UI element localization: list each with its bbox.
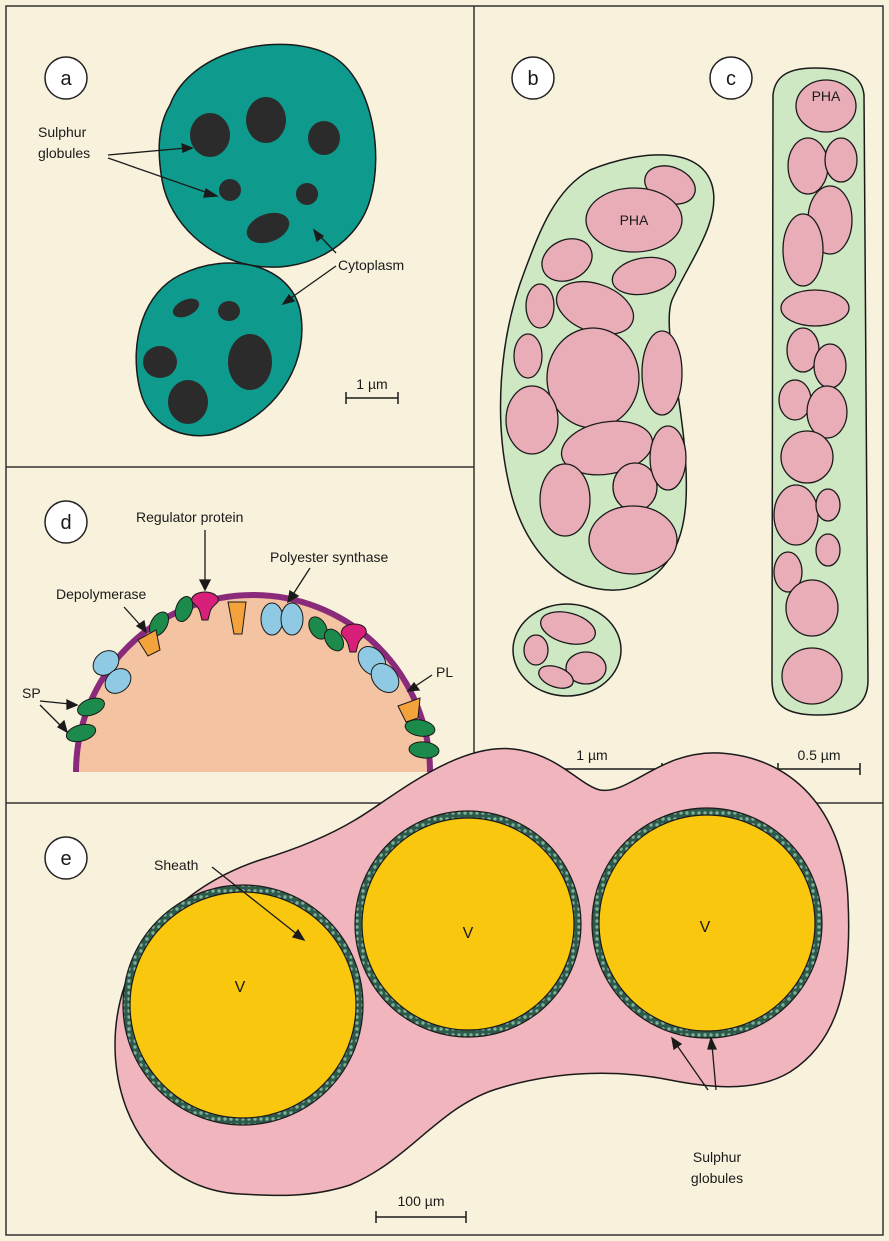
polyester-synthase [261,603,283,635]
vacuole-label: V [235,979,246,996]
sulphur-globule [308,121,340,155]
polyester-synthase-label: Polyester synthase [270,549,388,565]
pha-granule [783,214,823,286]
panel-b-letter: b [527,68,538,90]
sheath-label: Sheath [154,857,198,873]
sulphur-globule [228,334,272,390]
pha-granule [781,431,833,483]
vacuole-label: V [700,919,711,936]
pha-granule [816,534,840,566]
scale-bar-e-label: 100 µm [398,1193,445,1209]
scale-bar-a-label: 1 µm [356,376,387,392]
sulphur-globule [246,97,286,143]
pha-granule [782,648,842,704]
panel-c-letter: c [726,68,736,90]
scale-bar-c-label: 0.5 µm [797,747,840,763]
pha-granule [589,506,677,574]
vacuole [362,818,574,1030]
panel-a-letter: a [60,68,72,90]
pha-granule [816,489,840,521]
sp-label: SP [22,685,41,701]
sulphur-globules-e-line1: Sulphur [693,1149,742,1165]
pha-granule [526,284,554,328]
depolymerase-label: Depolymerase [56,586,146,602]
sulphur-globules-label-line2: globules [38,145,90,161]
pha-granule [540,464,590,536]
pha-granule [825,138,857,182]
scale-bar-b-label: 1 µm [576,747,607,763]
vacuole-label: V [463,925,474,942]
sulphur-globule [168,380,208,424]
pha-granule [650,426,686,490]
regulator-protein-label: Regulator protein [136,509,243,525]
pha-granule [779,380,811,420]
pha-granule [814,344,846,388]
sulphur-globule [218,301,240,321]
sulphur-globule [219,179,241,201]
pha-granule [547,328,639,428]
pha-label-b: PHA [620,212,649,228]
pha-granule [774,485,818,545]
panel-e-letter: e [60,848,71,870]
sulphur-globule [143,346,177,378]
pha-granule [788,138,828,194]
pl-label: PL [436,664,453,680]
polyester-synthase [281,603,303,635]
pha-label-c: PHA [812,88,841,104]
pha-granule [786,580,838,636]
pha-granule [514,334,542,378]
sulphur-globules-e-line2: globules [691,1170,743,1186]
pha-granule [613,463,657,511]
pha-granule [807,386,847,438]
pha-granule [781,290,849,326]
vacuole [130,892,356,1118]
pha-granule [642,331,682,415]
pha-granule [506,386,558,454]
cytoplasm-label: Cytoplasm [338,257,404,273]
sulphur-globules-label-line1: Sulphur [38,124,87,140]
sulphur-globule [190,113,230,157]
panel-d-letter: d [60,512,71,534]
pha-granule [524,635,548,665]
sulphur-globule [296,183,318,205]
